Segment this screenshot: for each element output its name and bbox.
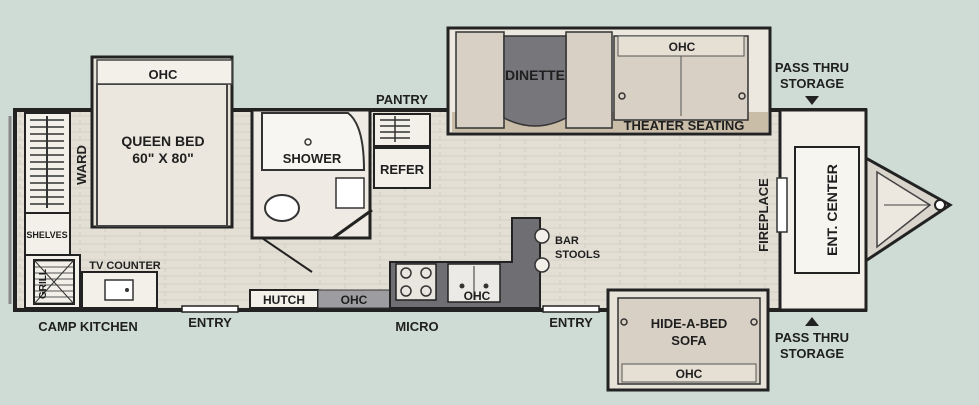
- dinette-table: [503, 35, 567, 127]
- shelves-label: SHELVES: [26, 230, 67, 240]
- sofa-label-line1: HIDE-A-BED: [651, 316, 728, 331]
- pantry: [373, 113, 431, 147]
- sofa-label-line2: SOFA: [671, 333, 707, 348]
- dinette-bench-left: [455, 31, 505, 129]
- queen-bed-label-line1: QUEEN BED: [121, 133, 204, 149]
- tv-counter-sink: [104, 279, 134, 301]
- bathroom-door: [261, 237, 313, 273]
- entry-door-front: [542, 305, 600, 313]
- camp-kitchen-label: CAMP KITCHEN: [38, 319, 137, 334]
- fireplace-label: FIREPLACE: [756, 178, 771, 252]
- bed-ohc: [96, 59, 233, 85]
- theater-seating-label: THEATER SEATING: [624, 118, 745, 133]
- grill-label: GRILL: [38, 269, 49, 299]
- pantry-label: PANTRY: [376, 92, 428, 107]
- bar-stools-label-line1: BAR: [555, 235, 579, 247]
- queen-bed-label-line2: 60" X 80": [132, 150, 194, 166]
- pass-thru-storage-top-line2: STORAGE: [780, 76, 844, 91]
- shelves: [24, 212, 71, 256]
- refer-label: REFER: [380, 162, 425, 177]
- pass-thru-storage-bottom-line2: STORAGE: [780, 346, 844, 361]
- fireplace: [776, 177, 788, 233]
- hutch-label: HUTCH: [263, 293, 305, 307]
- refer: [373, 147, 431, 189]
- trailer-hitch: [862, 154, 953, 265]
- theater-ohc-label: OHC: [669, 40, 696, 54]
- ward-label: WARD: [74, 145, 89, 185]
- stove-burners: [400, 267, 432, 297]
- shower: [261, 112, 366, 171]
- arrow-up-icon: [805, 317, 819, 326]
- dinette-bench-right: [565, 31, 613, 129]
- bed-ohc-label: OHC: [149, 67, 179, 82]
- entry-rear-label: ENTRY: [188, 315, 232, 330]
- pantry-shelves: [380, 116, 410, 142]
- pass-thru-storage-top-line1: PASS THRU: [775, 60, 849, 75]
- pass-thru-storage-bottom-line1: PASS THRU: [775, 330, 849, 345]
- tv-counter-label: TV COUNTER: [89, 260, 161, 272]
- toilet-icon: [264, 194, 300, 222]
- entry-front-label: ENTRY: [549, 315, 593, 330]
- shower-drain-icon: [304, 138, 312, 146]
- ent-center-cabinet: [794, 146, 860, 274]
- ent-center-label: ENT. CENTER: [824, 164, 840, 256]
- stove-ohc-label: OHC: [464, 289, 491, 303]
- bar-stools-label-line2: STOOLS: [555, 249, 600, 261]
- sofa-ohc: [621, 363, 757, 383]
- shower-label: SHOWER: [283, 151, 342, 166]
- entry-door-rear: [181, 305, 239, 313]
- micro-label: MICRO: [395, 319, 438, 334]
- hutch-ohc-label: OHC: [341, 293, 368, 307]
- bar-stool-icon: [534, 257, 550, 273]
- arrow-down-icon: [805, 96, 819, 105]
- sofa-ohc-label: OHC: [676, 367, 703, 381]
- wardrobe-hangers: [30, 116, 64, 208]
- bathroom-sink: [335, 177, 365, 209]
- dinette-label: DINETTE: [505, 67, 565, 83]
- bar-stool-icon: [534, 228, 550, 244]
